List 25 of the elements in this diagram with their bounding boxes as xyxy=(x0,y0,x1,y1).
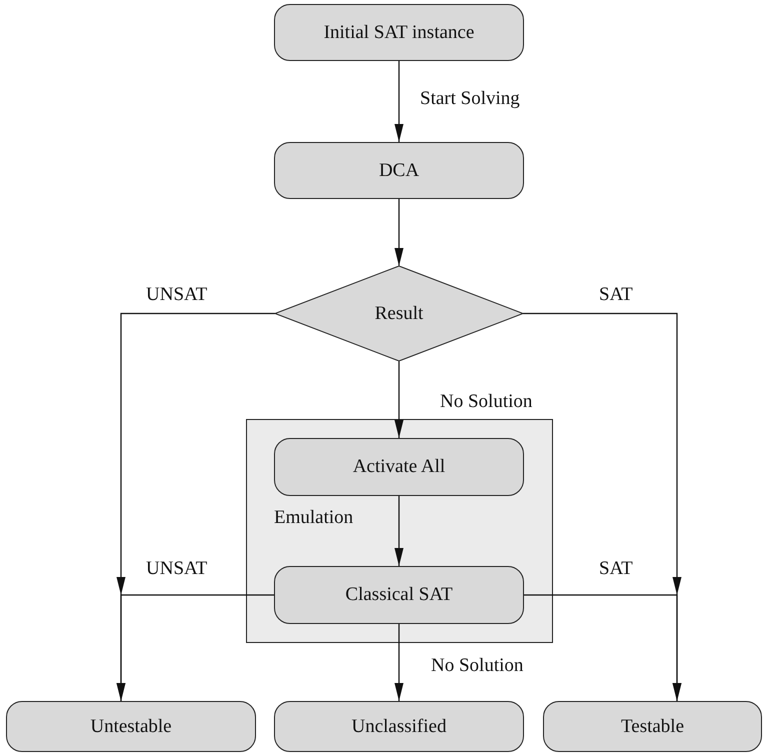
edge-label: UNSAT xyxy=(146,285,208,304)
edge-label: No Solution xyxy=(431,656,524,675)
process-box xyxy=(274,438,524,496)
process-box xyxy=(543,701,762,752)
node-label: DCA xyxy=(378,160,420,182)
node-label: Classical SAT xyxy=(345,584,453,606)
node-label: Unclassified xyxy=(352,716,446,738)
process-box xyxy=(274,142,524,199)
node-label: Testable xyxy=(620,716,684,738)
edge-label: UNSAT xyxy=(146,559,208,578)
edge-label: Emulation xyxy=(274,508,354,527)
node-label: Result xyxy=(374,302,424,324)
node-label: Activate All xyxy=(352,456,446,478)
node-label: Untestable xyxy=(90,716,172,738)
node-label: Initial SAT instance xyxy=(324,22,474,44)
process-box xyxy=(274,701,524,752)
decision-diamond xyxy=(275,266,523,361)
edge-label: SAT xyxy=(599,285,633,304)
emulation-panel xyxy=(246,419,553,643)
process-box xyxy=(6,701,256,752)
process-box xyxy=(274,4,524,61)
edge-label: SAT xyxy=(599,559,633,578)
edge-label: Start Solving xyxy=(420,89,520,108)
process-box xyxy=(274,566,524,624)
edge-label: No Solution xyxy=(440,392,532,411)
